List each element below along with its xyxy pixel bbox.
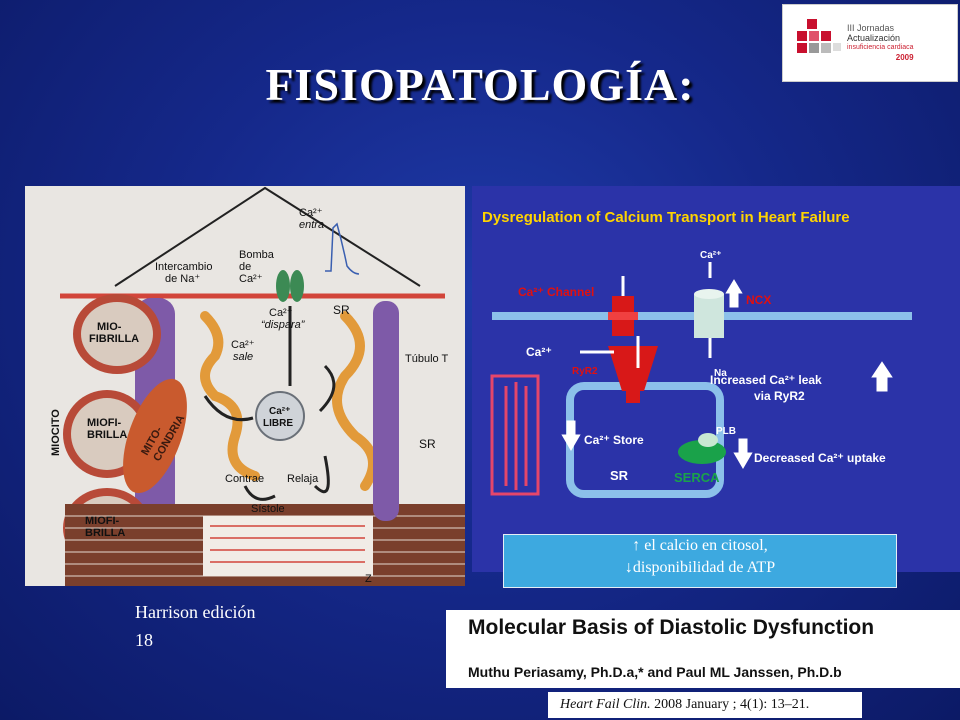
label-miofibrilla-bot-2: BRILLA [85,527,125,539]
label-ca-libre: Ca²⁺ [269,406,290,417]
calcium-diagram-title: Dysregulation of Calcium Transport in He… [482,209,850,226]
slide-title: FISIOPATOLOGÍA: [265,59,695,110]
label-tubulo-t: Túbulo T [405,353,448,365]
label-sr-top: SR [333,303,350,317]
journal-citation: Heart Fail Clin. 2008 January ; 4(1): 13… [548,692,862,718]
label-via-ryr2: via RyR2 [754,389,805,403]
callout-line-2: ↓disponibilidad de ATP [624,559,776,576]
label-ca-left: Ca²⁺ [526,345,552,359]
label-contrae: Contrae [225,473,264,485]
source-caption: Harrison edición 18 [135,598,255,654]
label-de: de [239,261,251,273]
label-ca-store: Ca²⁺ Store [584,433,644,447]
calcium-transport-diagram: Dysregulation of Calcium Transport in He… [472,186,960,572]
label-ncx: NCX [746,293,771,307]
conference-logo: III Jornadas Actualización insuficiencia… [782,4,958,82]
label-ca-entra: Ca²⁺ [299,207,323,219]
journal-details: 2008 January ; 4(1): 13–21. [650,697,810,712]
label-sale: sale [233,351,253,363]
summary-callout: ↑ el calcio en citosol, ↓disponibilidad … [503,534,897,588]
logo-line-1: III Jornadas [847,23,895,33]
myocyte-diagram-svg: Ca²⁺ entra Intercambio de Na⁺ Bomba de C… [50,186,465,586]
paper-title: Molecular Basis of Diastolic Dysfunction [468,616,875,639]
paper-reference: Molecular Basis of Diastolic Dysfunction… [446,610,960,688]
label-decreased-uptake: Decreased Ca²⁺ uptake [754,451,886,465]
label-plb: PLB [716,426,736,437]
label-entra: entra [299,219,324,231]
label-sistole: Sístole [251,503,285,515]
label-relaja: Relaja [287,473,319,485]
label-z: Z [365,573,372,585]
callout-line-1: ↑ el calcio en citosol, [632,537,768,554]
caption-line-2: 18 [135,630,153,650]
logo-line-3: insuficiencia cardiaca [847,44,914,51]
logo-cross-icon [797,19,841,53]
label-ca2: Ca²⁺ [239,273,263,285]
label-miofibrilla-bot-1: MIOFI- [85,515,120,527]
label-bomba: Bomba [239,249,275,261]
label-increased-leak: Increased Ca²⁺ leak [710,373,822,387]
label-serca: SERCA [674,470,720,485]
label-ca-sale: Ca²⁺ [231,339,255,351]
label-ca-top: Ca²⁺ [700,250,721,261]
label-miofibrilla-top-1: MIO- [97,321,122,333]
label-ca-channel: Ca²⁺ Channel [518,285,594,299]
label-miocito: MIOCITO [50,409,62,456]
calcium-transport-svg: Dysregulation of Calcium Transport in He… [482,209,912,498]
logo-line-4: 2009 [895,53,914,62]
label-dispara: “dispara” [261,319,306,331]
label-miofibrilla-mid-1: MIOFI- [87,417,122,429]
label-na: Na [714,368,727,379]
caption-line-1: Harrison edición [135,602,256,622]
label-sr: SR [610,468,629,483]
label-miofibrilla-top-2: FIBRILLA [89,333,139,345]
myocyte-diagram: Ca²⁺ entra Intercambio de Na⁺ Bomba de C… [25,186,465,586]
label-ca-dispara: Ca²⁺ [269,307,293,319]
label-miofibrilla-mid-2: BRILLA [87,429,127,441]
label-libre: LIBRE [263,418,293,429]
label-sr-right: SR [419,437,436,451]
label-intercambio: Intercambio [155,261,212,273]
paper-authors: Muthu Periasamy, Ph.D.a,* and Paul ML Ja… [468,664,842,680]
label-de-na: de Na⁺ [165,273,200,285]
label-ryr2: RyR2 [572,366,598,377]
journal-name: Heart Fail Clin. [560,697,651,712]
logo-line-2: Actualización [847,33,901,43]
